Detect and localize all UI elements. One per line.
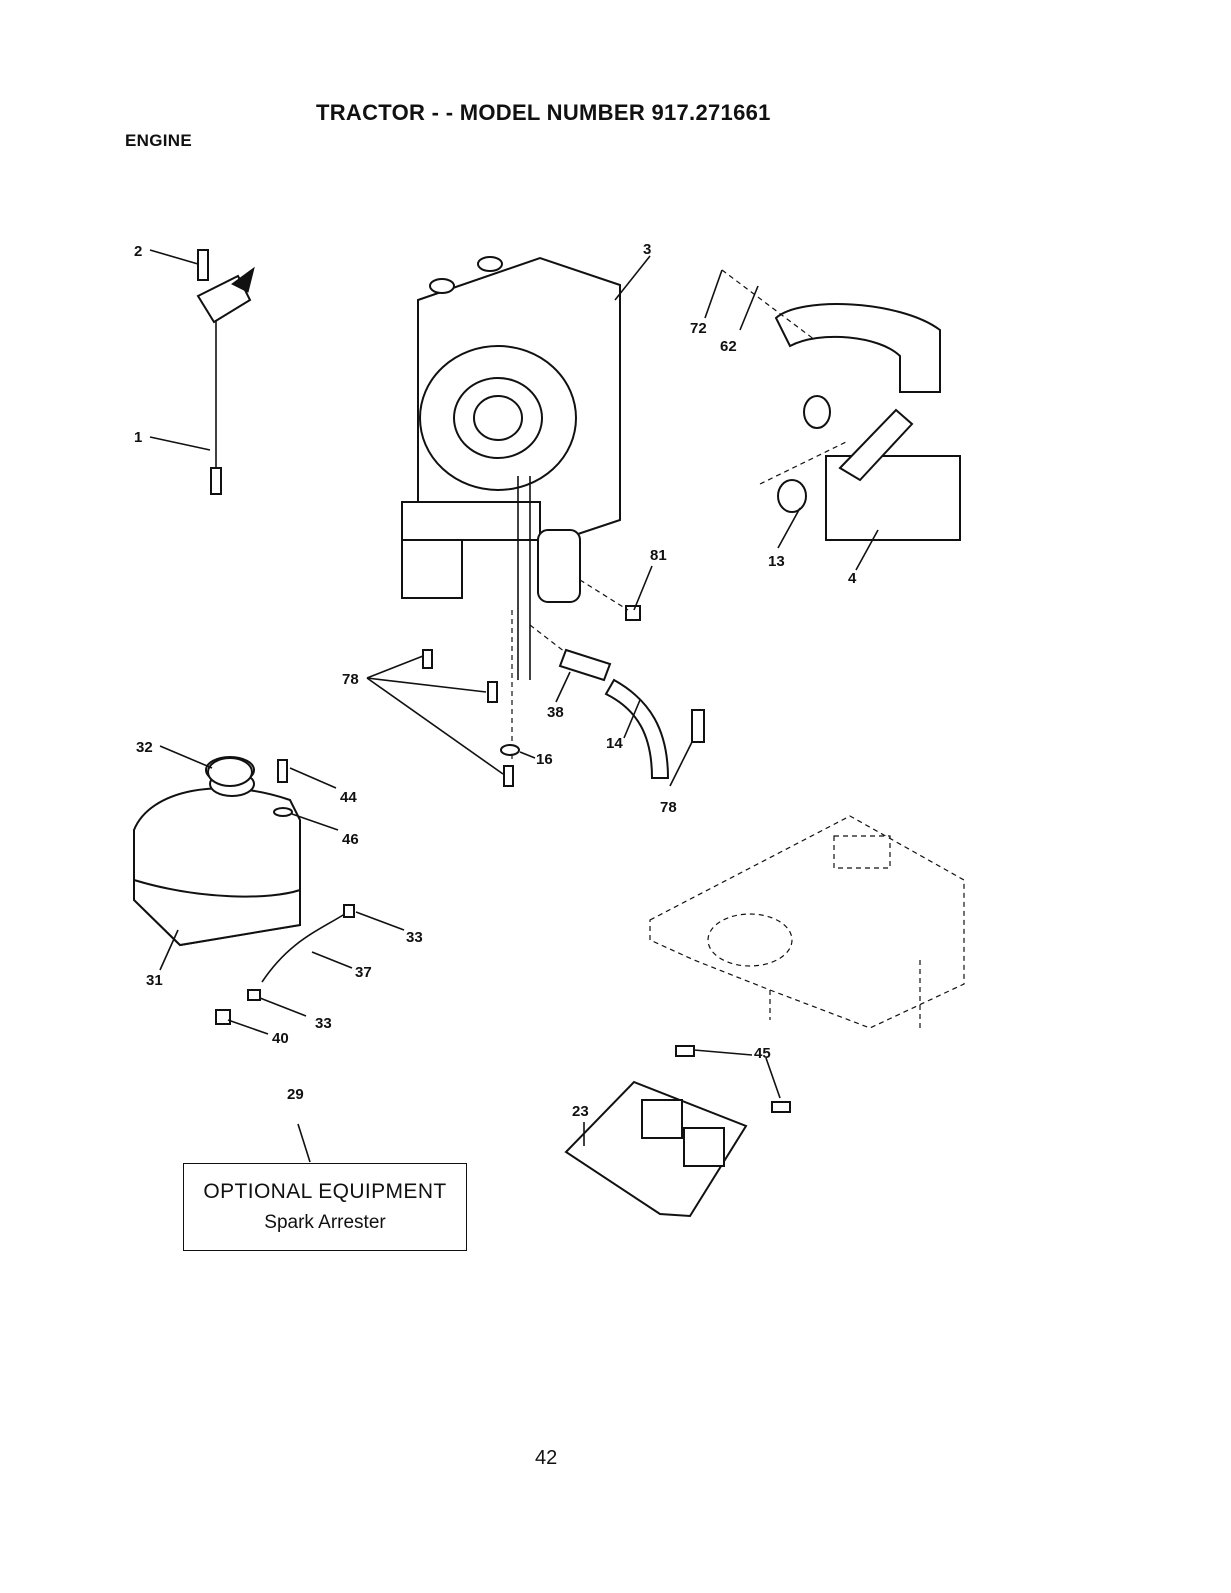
hose-14 — [606, 680, 668, 778]
bolt-78c — [504, 766, 513, 786]
page-number: 42 — [535, 1447, 557, 1470]
part-label-1: 1 — [134, 429, 142, 446]
part-label-62: 62 — [720, 338, 737, 355]
fuel-tank-assembly — [134, 757, 354, 1024]
part-label-40: 40 — [272, 1030, 289, 1047]
part-label-13: 13 — [768, 553, 785, 570]
part-label-44: 44 — [340, 789, 357, 806]
bolt-78a — [423, 650, 432, 668]
part-label-78-b: 78 — [660, 799, 677, 816]
part-label-38: 38 — [547, 704, 564, 721]
throttle-control-assembly — [198, 250, 254, 495]
washer-16 — [501, 745, 519, 755]
engine-block — [402, 257, 620, 680]
optional-equipment-item: Spark Arrester — [184, 1212, 466, 1234]
part-label-23: 23 — [572, 1103, 589, 1120]
part-label-2: 2 — [134, 243, 142, 260]
part-label-14: 14 — [606, 735, 623, 752]
part-label-31: 31 — [146, 972, 163, 989]
part-label-37: 37 — [355, 964, 372, 981]
part-label-3: 3 — [643, 241, 651, 258]
fuel-cap-32 — [208, 758, 252, 786]
part-label-33-b: 33 — [315, 1015, 332, 1032]
tractor-frame — [650, 816, 964, 1028]
part-label-72: 72 — [690, 320, 707, 337]
part-label-16: 16 — [536, 751, 553, 768]
part-label-81: 81 — [650, 547, 667, 564]
optional-equipment-title: OPTIONAL EQUIPMENT — [184, 1180, 466, 1204]
part-label-32: 32 — [136, 739, 153, 756]
part-label-78: 78 — [342, 671, 359, 688]
part-label-45: 45 — [754, 1045, 771, 1062]
part-label-33: 33 — [406, 929, 423, 946]
optional-equipment-box: OPTIONAL EQUIPMENT Spark Arrester — [183, 1163, 467, 1251]
nut-81 — [626, 606, 640, 620]
bolt-78d — [692, 710, 704, 742]
muffler-assembly — [776, 304, 960, 540]
screw-45a — [676, 1046, 694, 1056]
screw-45b — [772, 1102, 790, 1112]
part-label-29: 29 — [287, 1086, 304, 1103]
bolt-78b — [488, 682, 497, 702]
part-label-46: 46 — [342, 831, 359, 848]
part-label-4: 4 — [848, 570, 857, 587]
